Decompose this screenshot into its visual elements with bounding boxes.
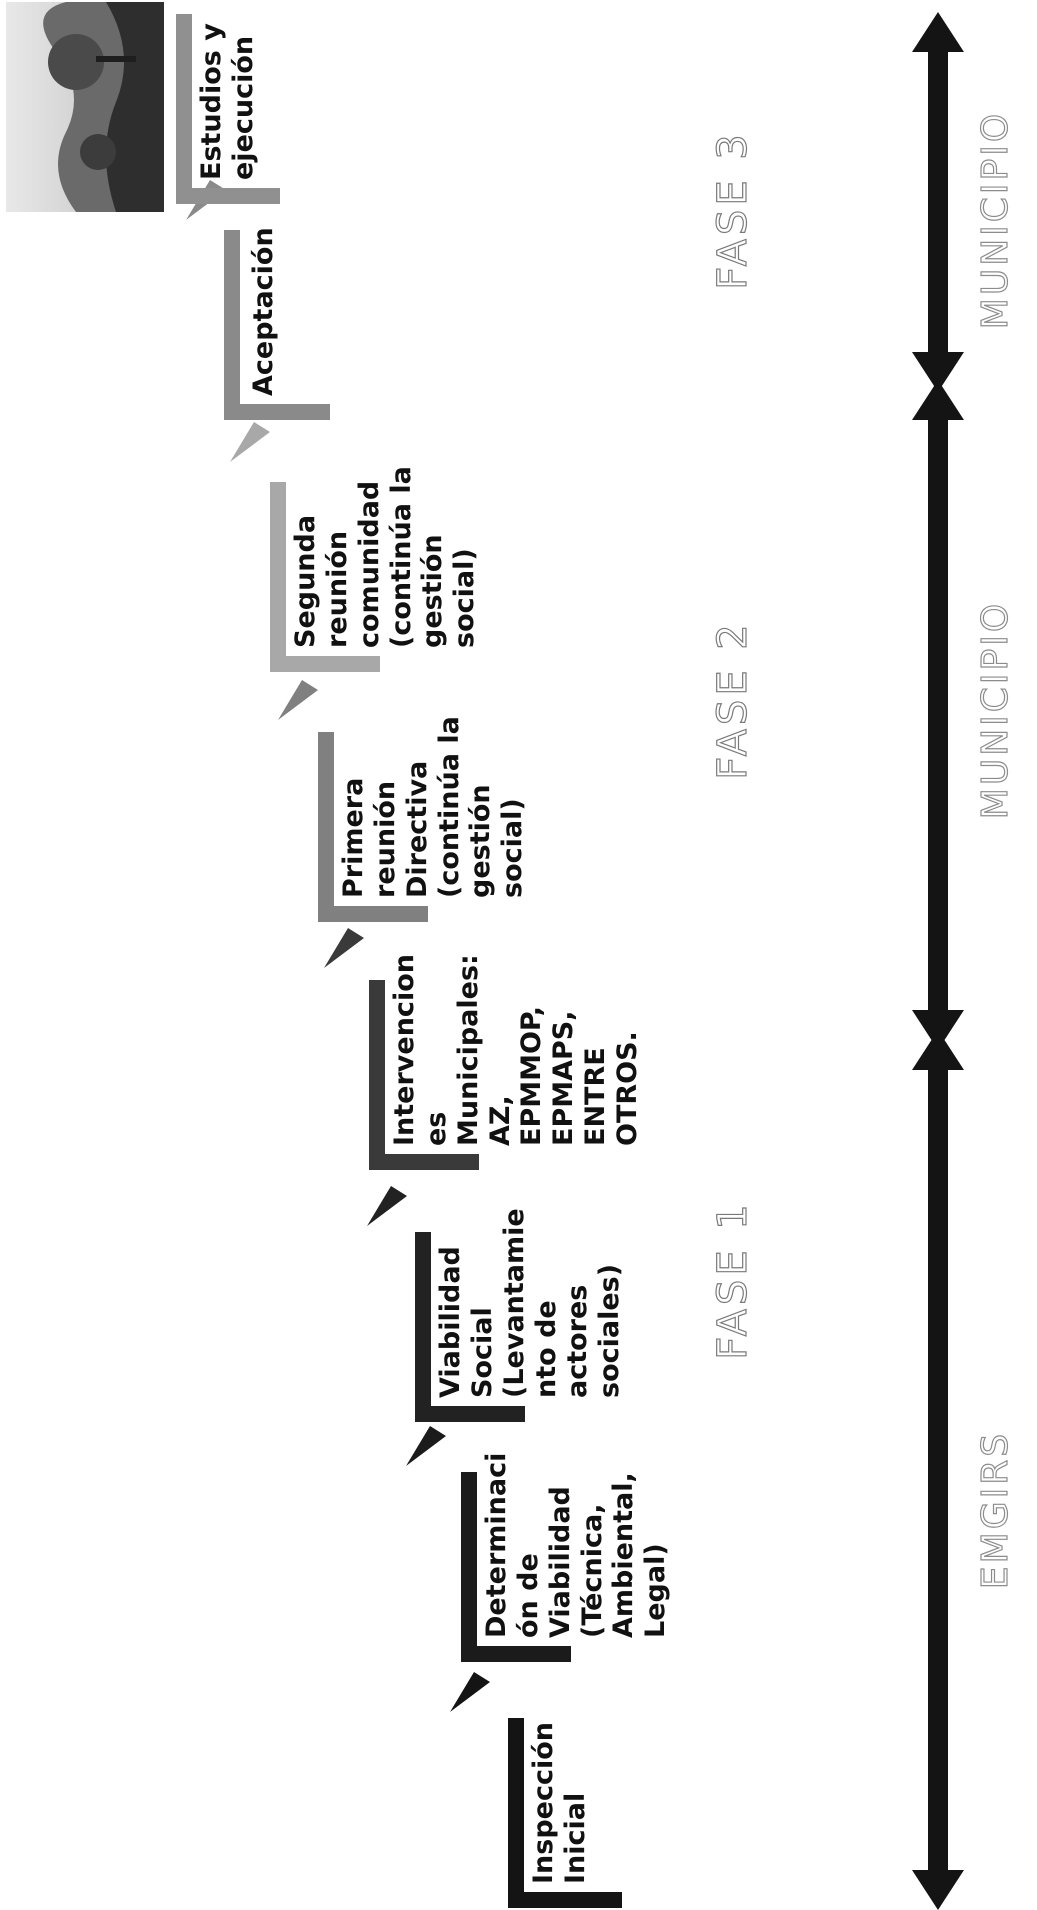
step-pointer-icon bbox=[278, 680, 318, 720]
step-bracket bbox=[318, 732, 428, 922]
step-bracket bbox=[176, 14, 280, 204]
step-bracket bbox=[224, 230, 330, 420]
step-8: Estudios y ejecución bbox=[176, 4, 306, 204]
step-pointer-icon bbox=[367, 1186, 407, 1226]
phase-3-label: FASE 3 bbox=[709, 130, 756, 291]
step-pointer-icon bbox=[324, 928, 364, 968]
phase-1-owner: EMGIRS bbox=[974, 1430, 1016, 1590]
step-1: Inspección Inicial bbox=[450, 1672, 708, 1908]
step-label: Segunda reunión comunidad (continúa la g… bbox=[290, 466, 481, 648]
phase-1-label: FASE 1 bbox=[709, 1200, 756, 1361]
step-label: Inspección Inicial bbox=[528, 1721, 591, 1884]
step-bracket bbox=[461, 1472, 571, 1662]
phase-2-arrow bbox=[912, 380, 964, 1050]
phase-3-owner: MUNICIPIO bbox=[974, 110, 1016, 330]
landscape-photo bbox=[6, 2, 164, 212]
step-bracket bbox=[369, 980, 479, 1170]
step-label: Intervencion es Municipales: AZ, EPMMOP,… bbox=[389, 954, 644, 1146]
phase-2-label: FASE 2 bbox=[709, 620, 756, 781]
step-pointer-icon bbox=[406, 1426, 446, 1466]
step-4: Intervencion es Municipales: AZ, EPMMOP,… bbox=[324, 928, 643, 1170]
phase-2-owner: MUNICIPIO bbox=[974, 600, 1016, 820]
step-3: Viabilidad Social (Levantamie nto de act… bbox=[367, 1186, 645, 1422]
step-bracket bbox=[415, 1232, 525, 1422]
step-label: Aceptación bbox=[248, 227, 279, 396]
step-label: Viabilidad Social (Levantamie nto de act… bbox=[435, 1208, 626, 1398]
phase-3-arrow bbox=[912, 12, 964, 392]
step-7: Aceptación bbox=[186, 180, 354, 420]
step-pointer-icon bbox=[450, 1672, 490, 1712]
step-bracket bbox=[270, 482, 380, 672]
step-label: Estudios y ejecución bbox=[196, 23, 259, 180]
step-label: Primera reunión Directiva (continúa la g… bbox=[338, 716, 529, 898]
step-2: Determinaci ón de Viabilidad (Técnica, A… bbox=[406, 1426, 691, 1662]
step-pointer-icon bbox=[230, 422, 270, 462]
step-label: Determinaci ón de Viabilidad (Técnica, A… bbox=[481, 1452, 672, 1638]
step-5: Primera reunión Directiva (continúa la g… bbox=[278, 680, 548, 922]
step-6: Segunda reunión comunidad (continúa la g… bbox=[230, 422, 500, 672]
step-bracket bbox=[508, 1718, 622, 1908]
phase-1-arrow bbox=[912, 1030, 964, 1910]
